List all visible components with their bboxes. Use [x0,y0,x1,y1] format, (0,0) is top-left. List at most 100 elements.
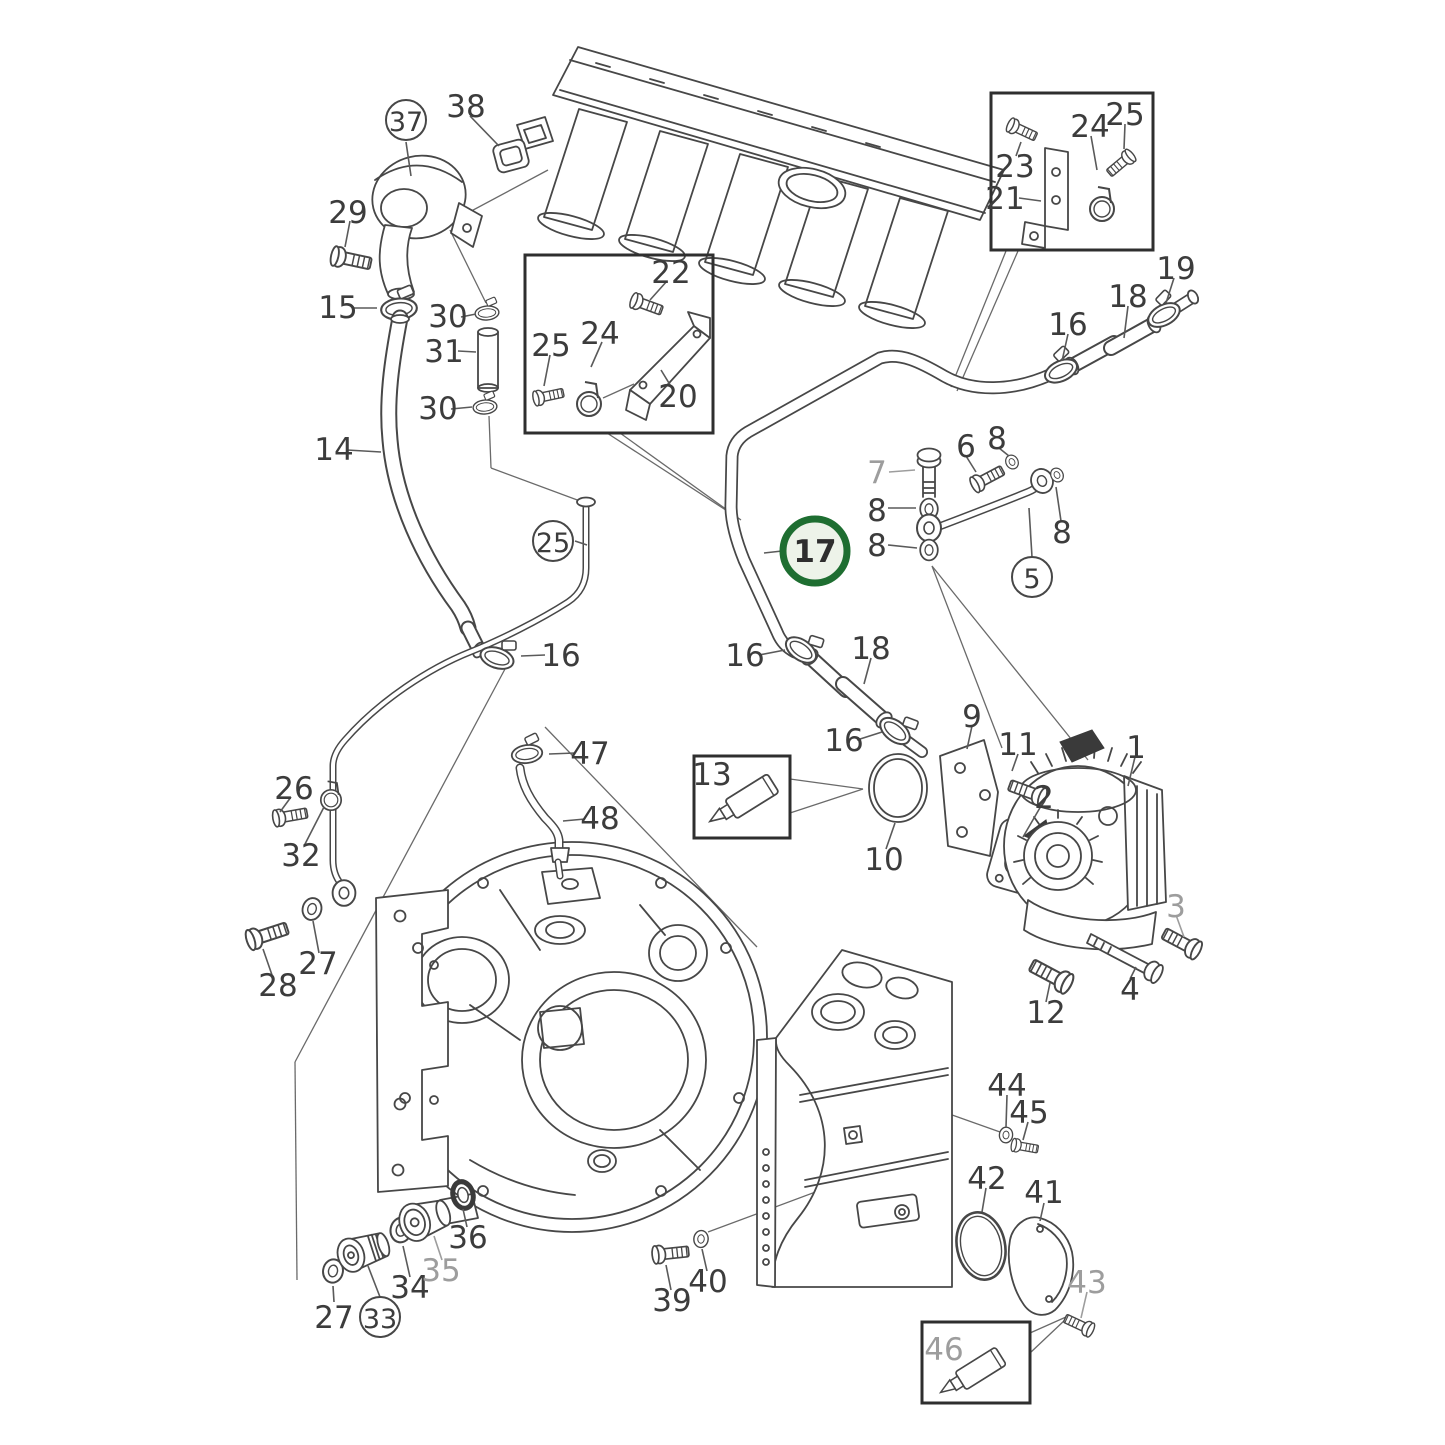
part-label-11-33[interactable]: 11 [998,727,1037,763]
part-label-21-15[interactable]: 21 [985,181,1024,217]
part-label-36-57[interactable]: 36 [448,1220,487,1256]
part-number-text: 8 [867,528,887,564]
part-label-14-7[interactable]: 14 [314,432,353,468]
part-number-text: 23 [995,149,1034,185]
washer-8-b [919,538,939,562]
part-label-37-circled-0[interactable]: 37 [385,99,427,141]
label-circle [359,1296,401,1338]
part-label-48-42[interactable]: 48 [580,801,619,837]
part-label-16-28[interactable]: 16 [541,638,580,674]
part-label-30-4[interactable]: 30 [428,299,467,335]
banjo-eye-5-left [916,513,942,543]
part-label-16-29[interactable]: 16 [725,638,764,674]
oring-10 [868,753,928,823]
bolt-39 [650,1241,691,1266]
part-label-23-12[interactable]: 23 [995,149,1034,185]
part-label-16-18[interactable]: 16 [1048,307,1087,343]
part-number-text: 25 [536,528,570,559]
part-label-8-23[interactable]: 8 [867,493,887,529]
part-label-38-1[interactable]: 38 [446,89,485,125]
label-circle [385,99,427,141]
part-number-text: 36 [448,1220,487,1256]
part-label-13-40[interactable]: 13 [692,757,731,793]
part-label-29-2[interactable]: 29 [328,195,367,231]
part-label-1-34[interactable]: 1 [1126,730,1146,766]
part-number-text: 10 [864,842,903,878]
bolt-29 [328,244,374,275]
part-label-16-31[interactable]: 16 [824,723,863,759]
part-label-9-32[interactable]: 9 [962,699,982,735]
part-number-text: 16 [541,638,580,674]
part-label-28-46[interactable]: 28 [258,968,297,1004]
fuel-pump-1 [1003,729,1167,951]
part-label-15-3[interactable]: 15 [318,290,357,326]
engine-block [756,949,953,1288]
part-label-34-55[interactable]: 34 [390,1270,429,1306]
part-label-26-43[interactable]: 26 [274,771,313,807]
part-number-text: 30 [428,299,467,335]
part-number-text: 28 [258,968,297,1004]
part-number-text: 30 [418,391,457,427]
breather-pipe-48 [515,763,570,880]
part-label-5-circled-26[interactable]: 5 [1011,556,1053,598]
part-label-24-10[interactable]: 24 [580,316,619,352]
part-number-text: 20 [658,379,697,415]
part-label-3-muted-37[interactable]: 3 [1166,889,1186,925]
part-label-39-51[interactable]: 39 [652,1283,691,1319]
part-number-text: 4 [1120,972,1140,1008]
part-label-22-8[interactable]: 22 [651,255,690,291]
inset-box-bracket-21 [989,91,1155,252]
part-number-text: 5 [1023,564,1040,595]
sealant-inset-46 [920,1320,1032,1405]
flywheel-housing [375,841,768,1233]
part-label-45-48[interactable]: 45 [1009,1095,1048,1131]
part-label-47-41[interactable]: 47 [570,736,609,772]
part-label-2-35[interactable]: 2 [1034,780,1054,816]
part-label-25-14[interactable]: 25 [1105,97,1144,133]
part-label-27-45[interactable]: 27 [298,946,337,982]
gasket-38 [492,138,530,174]
part-label-35-muted-56[interactable]: 35 [421,1253,460,1289]
part-label-41-50[interactable]: 41 [1024,1175,1063,1211]
part-label-46-muted-59[interactable]: 46 [924,1332,963,1368]
part-label-4-39[interactable]: 4 [1120,972,1140,1008]
part-label-43-muted-58[interactable]: 43 [1067,1265,1106,1301]
part-label-8-25[interactable]: 8 [1052,515,1072,551]
part-number-text: 2 [1034,780,1054,816]
part-label-25-circled-19[interactable]: 25 [532,520,574,562]
part-label-42-49[interactable]: 42 [967,1161,1006,1197]
part-label-27-53[interactable]: 27 [314,1300,353,1336]
part-label-10-36[interactable]: 10 [864,842,903,878]
part-label-8-24[interactable]: 8 [867,528,887,564]
part-label-32-44[interactable]: 32 [281,838,320,874]
part-label-25-9[interactable]: 25 [531,328,570,364]
part-number-text: 18 [851,631,890,667]
manifold-runners [543,108,949,320]
part-label-17-highlight-27[interactable]: 17 [779,515,851,587]
part-label-18-17[interactable]: 18 [1108,279,1147,315]
part-label-20-11[interactable]: 20 [658,379,697,415]
part-number-text: 11 [998,727,1037,763]
part-label-6-20[interactable]: 6 [956,429,976,465]
part-label-40-52[interactable]: 40 [688,1264,727,1300]
part-label-19-16[interactable]: 19 [1156,251,1195,287]
part-number-text: 33 [363,1304,397,1335]
part-label-24-13[interactable]: 24 [1070,109,1109,145]
part-number-text: 24 [580,316,619,352]
clamp-30-upper [473,295,501,322]
part-label-8-21[interactable]: 8 [987,421,1007,457]
part-number-text: 26 [274,771,313,807]
part-label-31-5[interactable]: 31 [424,334,463,370]
part-label-44-47[interactable]: 44 [987,1068,1026,1104]
bolt-28 [242,917,292,953]
part-label-18-30[interactable]: 18 [851,631,890,667]
bolt-45 [1009,1137,1040,1157]
part-label-12-38[interactable]: 12 [1026,995,1065,1031]
part-label-7-muted-22[interactable]: 7 [867,455,887,491]
part-label-30-6[interactable]: 30 [418,391,457,427]
part-number-text: 21 [985,181,1024,217]
part-number-text: 39 [652,1283,691,1319]
part-label-33-circled-54[interactable]: 33 [359,1296,401,1338]
